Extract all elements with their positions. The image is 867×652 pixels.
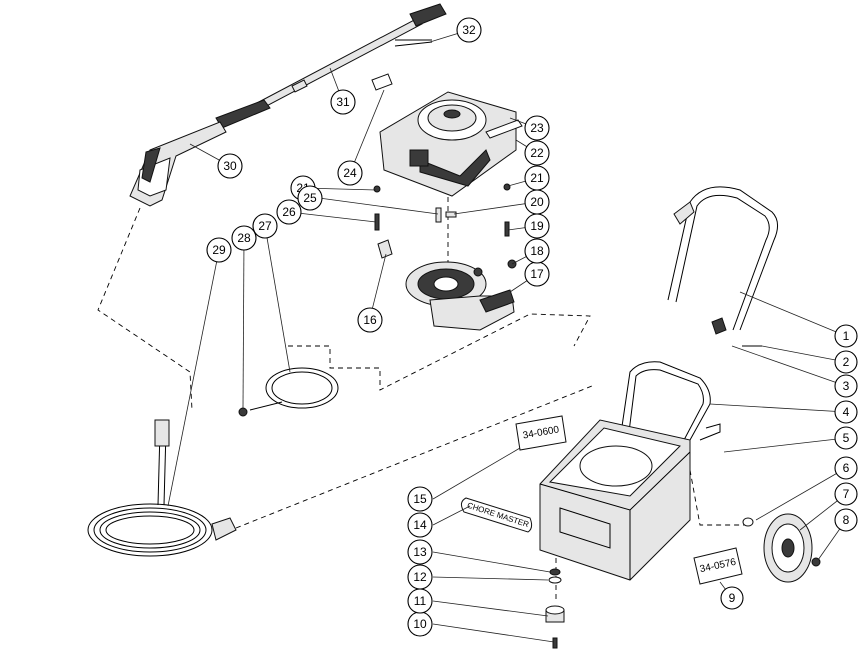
callout-16: 16 [357, 307, 383, 333]
svg-text:14: 14 [413, 518, 427, 532]
svg-text:1: 1 [843, 329, 850, 343]
callout-3: 3 [834, 374, 858, 398]
engine-hardware [373, 183, 511, 237]
svg-text:17: 17 [530, 267, 544, 281]
callout-24: 24 [337, 160, 363, 186]
callout-4: 4 [834, 400, 858, 424]
svg-text:28: 28 [237, 231, 251, 245]
callout-23: 23 [524, 115, 550, 141]
svg-text:21: 21 [530, 171, 544, 185]
svg-text:30: 30 [223, 159, 237, 173]
svg-text:7: 7 [843, 487, 850, 501]
callout-8: 8 [834, 508, 858, 532]
svg-text:9: 9 [729, 591, 736, 605]
engine [371, 73, 523, 197]
wheel [742, 513, 821, 583]
callout-21-right: 21 [524, 165, 550, 191]
callout-28: 28 [231, 225, 257, 251]
callout-30: 30 [217, 153, 243, 179]
callout-20: 20 [524, 189, 550, 215]
callout-27: 27 [252, 213, 278, 239]
svg-text:26: 26 [282, 205, 296, 219]
svg-text:20: 20 [530, 195, 544, 209]
decal-model-number [515, 415, 567, 451]
decals: 34-0600 CHORE MASTER 34-0576 [460, 415, 743, 585]
svg-text:16: 16 [363, 313, 377, 327]
decal-serial [693, 547, 743, 585]
spray-gun [129, 99, 271, 207]
svg-text:3: 3 [843, 379, 850, 393]
svg-text:24: 24 [343, 166, 357, 180]
callout-29: 29 [206, 237, 232, 263]
decal-brand [460, 497, 533, 533]
svg-text:6: 6 [843, 461, 850, 475]
callout-17: 17 [524, 261, 550, 287]
callout-18: 18 [524, 238, 550, 264]
svg-text:31: 31 [336, 95, 350, 109]
callout-26: 26 [276, 199, 302, 225]
callout-31: 31 [330, 89, 356, 115]
svg-text:8: 8 [843, 513, 850, 527]
svg-text:2: 2 [843, 355, 850, 369]
svg-text:13: 13 [413, 545, 427, 559]
callout-2: 2 [834, 350, 858, 374]
svg-text:32: 32 [462, 23, 476, 37]
svg-text:4: 4 [843, 405, 850, 419]
callout-5: 5 [834, 426, 858, 450]
svg-text:25: 25 [303, 191, 317, 205]
callout-11: 11 [407, 588, 433, 614]
callout-12: 12 [407, 564, 433, 590]
callout-1: 1 [834, 324, 858, 348]
svg-text:22: 22 [530, 146, 544, 160]
svg-text:19: 19 [530, 219, 544, 233]
svg-text:10: 10 [413, 617, 427, 631]
callout-19: 19 [524, 213, 550, 239]
svg-text:15: 15 [413, 492, 427, 506]
foot-hardware [545, 568, 565, 649]
pump [377, 239, 517, 331]
callout-25: 25 [297, 185, 323, 211]
callout-13: 13 [407, 539, 433, 565]
callout-9: 9 [720, 586, 744, 610]
callout-22: 22 [524, 140, 550, 166]
svg-text:11: 11 [414, 594, 427, 608]
svg-text:12: 12 [413, 570, 427, 584]
callout-15: 15 [407, 486, 433, 512]
svg-text:5: 5 [843, 431, 850, 445]
handle [667, 186, 778, 347]
callout-7: 7 [834, 482, 858, 506]
svg-text:27: 27 [258, 219, 272, 233]
callout-32: 32 [456, 17, 482, 43]
high-pressure-hose [87, 419, 237, 557]
svg-text:29: 29 [212, 243, 226, 257]
frame [539, 361, 721, 581]
svg-text:18: 18 [530, 244, 544, 258]
callout-14: 14 [407, 512, 433, 538]
svg-text:23: 23 [530, 121, 544, 135]
callout-6: 6 [834, 456, 858, 480]
suction-hose [238, 367, 339, 417]
callout-10: 10 [407, 611, 433, 637]
